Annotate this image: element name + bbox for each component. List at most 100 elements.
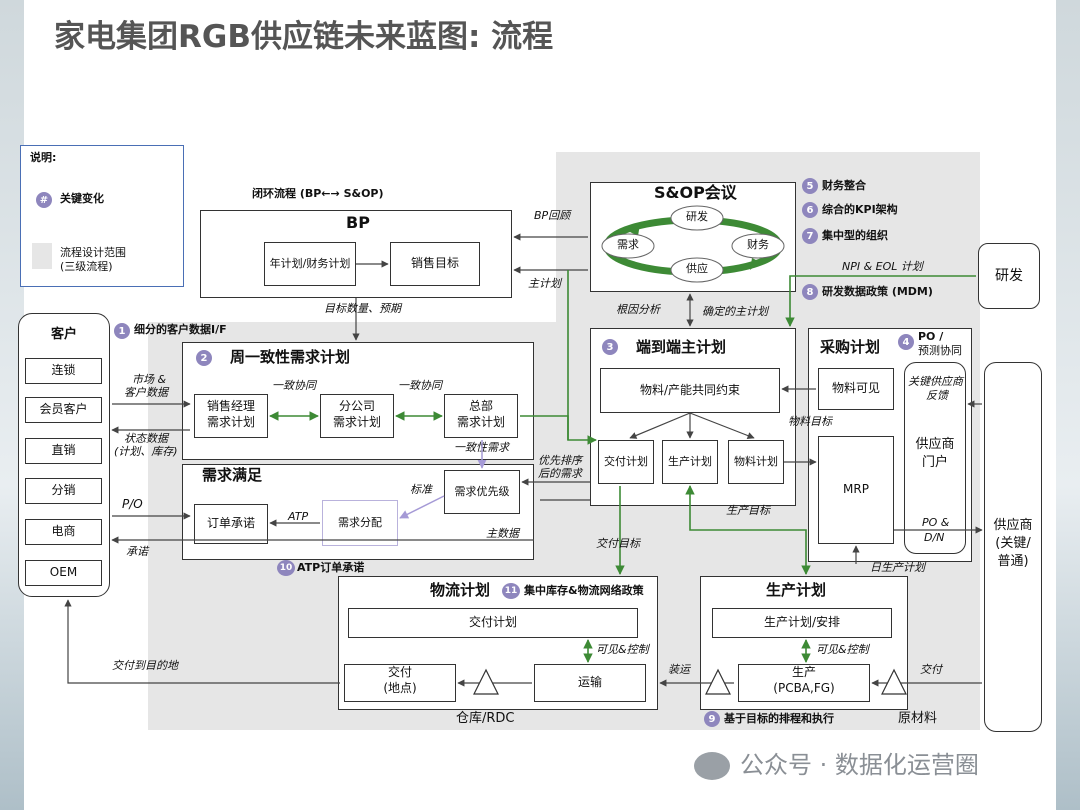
delivery-dest-label: 交付到目的地 — [112, 659, 178, 672]
closed-loop-label: 闭环流程 (BP←→ S&OP) — [252, 187, 384, 200]
key-change-11: 集中库存&物流网络政策 — [524, 584, 644, 597]
page-title: 家电集团RGB供应链未来蓝图: 流程 — [54, 19, 554, 55]
badge-2: 2 — [196, 350, 212, 366]
procurement-title: 采购计划 — [820, 338, 881, 356]
production-title: 生产计划 — [766, 581, 827, 599]
material-visible-box[interactable]: 物料可见 — [818, 368, 894, 410]
sales-manager-plan-line2: 需求计划 — [206, 415, 255, 429]
supplier-line2: (关键/ — [995, 536, 1031, 551]
master-plan-label: 主计划 — [528, 277, 561, 290]
priority-demand-line1: 优先排序 — [538, 454, 582, 467]
branch-plan-box[interactable] — [320, 394, 394, 438]
customer-item-distribution: 分销 — [25, 478, 102, 504]
key-change-1: 细分的客户数据I/F — [134, 323, 227, 336]
production-visible-control: 可见&控制 — [816, 643, 869, 656]
key-change-4-line2: 预测协同 — [918, 344, 962, 357]
production-schedule-box: 生产计划/安排 — [712, 608, 892, 638]
npi-eol-label: NPI & EOL 计划 — [842, 260, 923, 273]
supplier-panel[interactable] — [984, 362, 1042, 732]
root-cause-label: 根因分析 — [616, 303, 660, 316]
supplier-portal-line1: 供应商 — [915, 437, 955, 452]
hq-plan-line1: 总部 — [468, 399, 493, 413]
priority-demand-line2: 后的需求 — [538, 467, 582, 480]
constraint-box: 物料/产能共同约束 — [600, 368, 780, 413]
right-edge-background — [1056, 0, 1080, 810]
mrp-box[interactable]: MRP — [818, 436, 894, 544]
badge-4: 4 — [898, 334, 914, 350]
badge-8: 8 — [802, 284, 818, 300]
atp-label: ATP — [288, 510, 309, 523]
promise-label: 承诺 — [126, 545, 148, 558]
supplier-line1: 供应商 — [993, 518, 1033, 533]
order-promise-box[interactable]: 订单承诺 — [194, 504, 268, 544]
customer-item-oem: OEM — [25, 560, 102, 586]
raw-material-label: 原材料 — [898, 711, 938, 726]
hq-plan-line2: 需求计划 — [456, 415, 505, 429]
delivery-location-line1: 交付 — [387, 665, 412, 679]
legend-header: 说明: — [30, 151, 57, 164]
key-change-5: 财务整合 — [822, 179, 866, 192]
badge-1: 1 — [114, 323, 130, 339]
po-dn-line1: PO & — [922, 516, 950, 529]
supplier-delivery-label: 交付 — [920, 663, 942, 676]
legend-key-change: 关键变化 — [60, 192, 104, 205]
rd-box[interactable]: 研发 — [978, 243, 1040, 309]
key-supplier-feedback-line1: 关键供应商 — [908, 375, 963, 388]
sales-manager-plan-box[interactable] — [194, 394, 268, 438]
delivery-target-label: 交付目标 — [596, 537, 640, 550]
target-qty-label: 目标数量、预期 — [324, 302, 401, 315]
sales-target-box: 销售目标 — [390, 242, 480, 286]
sop-supply-label: 供应 — [686, 262, 708, 275]
allocation-box[interactable]: 需求分配 — [322, 500, 398, 546]
production-unit-line2: (PCBA,FG) — [773, 681, 835, 695]
material-target-label: 物料目标 — [788, 415, 832, 428]
supplier-line3: 普通) — [997, 554, 1029, 569]
key-change-6: 综合的KPI架构 — [822, 203, 898, 216]
wechat-icon — [694, 752, 730, 780]
market-data-line2: 客户数据 — [124, 386, 168, 399]
key-change-9: 基于目标的排程和执行 — [724, 712, 834, 725]
transport-box[interactable]: 运输 — [534, 664, 646, 702]
master-data-label: 主数据 — [486, 527, 519, 540]
e2e-production-plan-box[interactable]: 生产计划 — [662, 440, 718, 484]
legend-scope-line2: (三级流程) — [60, 260, 113, 273]
key-supplier-feedback-line2: 反馈 — [926, 389, 948, 402]
key-change-10: ATP订单承诺 — [297, 561, 365, 574]
badge-10: 10 — [277, 560, 295, 576]
hq-plan-box[interactable] — [444, 394, 518, 438]
badge-6: 6 — [802, 202, 818, 218]
sop-demand-label: 需求 — [617, 238, 639, 251]
key-change-4-line1: PO / — [918, 330, 944, 343]
align-label-2: 一致协同 — [398, 379, 442, 392]
supplier-portal-box[interactable] — [904, 362, 966, 554]
badge-7: 7 — [802, 228, 818, 244]
align-label-1: 一致协同 — [272, 379, 316, 392]
fulfillment-title: 需求满足 — [202, 466, 263, 484]
customer-item-direct: 直销 — [25, 438, 102, 464]
customer-title: 客户 — [50, 327, 77, 342]
production-unit-box[interactable] — [738, 664, 870, 702]
delivery-location-box[interactable] — [344, 664, 456, 702]
e2e-delivery-plan-box[interactable]: 交付计划 — [598, 440, 654, 484]
production-target-label: 生产目标 — [726, 504, 770, 517]
po-label: P/O — [122, 497, 143, 511]
priority-box[interactable]: 需求优先级 — [444, 470, 520, 514]
legend-scope-swatch — [32, 243, 52, 269]
standard-label: 标准 — [410, 483, 432, 496]
branch-plan-line1: 分公司 — [338, 399, 375, 413]
badge-11: 11 — [502, 583, 520, 599]
confirmed-plan-label: 确定的主计划 — [702, 305, 768, 318]
status-data-line2: (计划、库存) — [114, 445, 178, 458]
e2e-plan-title: 端到端主计划 — [636, 338, 727, 356]
logistics-delivery-plan-box: 交付计划 — [348, 608, 638, 638]
badge-5: 5 — [802, 178, 818, 194]
badge-9: 9 — [704, 711, 720, 727]
bp-title: BP — [346, 213, 370, 232]
e2e-material-plan-box[interactable]: 物料计划 — [728, 440, 784, 484]
watermark-text: 公众号 · 数据化运营圈 — [740, 751, 979, 779]
logistics-visible-control: 可见&控制 — [596, 643, 649, 656]
po-dn-line2: D/N — [924, 531, 945, 544]
customer-item-member: 会员客户 — [25, 397, 102, 423]
customer-item-chain: 连锁 — [25, 358, 102, 384]
